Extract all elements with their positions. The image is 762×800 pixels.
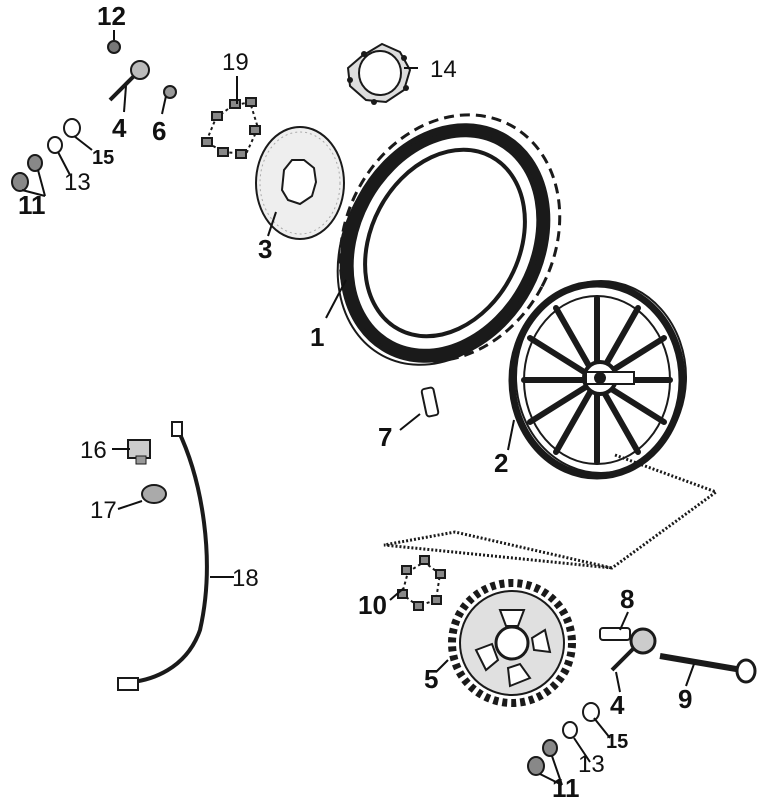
callout-labels: 12 4 6 15 13 11 19 14 3 1 2 7 16 17 18 1… [18,1,692,800]
wheel-rim-part [508,280,687,480]
callout-17: 17 [90,497,117,524]
callout-5: 5 [424,664,438,694]
callout-11-left: 11 [18,190,46,220]
callout-8: 8 [620,584,634,614]
callout-1: 1 [310,322,324,352]
leader-lines [21,30,695,786]
callout-13-left: 13 [64,169,91,196]
drive-chain-part [383,453,720,570]
callout-7: 7 [378,422,392,452]
callout-16: 16 [80,437,107,464]
left-hardware-parts [11,40,177,192]
callout-4-right: 4 [610,690,625,720]
callout-19: 19 [222,49,249,76]
callout-6: 6 [152,116,166,146]
callout-3: 3 [258,234,272,264]
sensor-parts [117,421,209,691]
callout-15-right: 15 [606,731,628,753]
sprocket-bolts-part [397,555,446,611]
callout-10: 10 [358,590,387,620]
callout-18: 18 [232,565,259,592]
callout-4-left: 4 [112,113,127,143]
sprocket-part [448,579,576,707]
tire-part [336,113,562,366]
callout-15-left: 15 [92,147,114,169]
callout-9: 9 [678,684,692,714]
callout-11-right: 11 [552,773,580,800]
callout-14: 14 [430,56,457,83]
abs-sensor-ring-part [346,42,412,105]
callout-13-right: 13 [578,751,605,778]
axle-hardware-parts [527,627,757,776]
valve-part [420,386,440,418]
brake-disc-part [255,126,345,240]
disc-bolts-part [201,97,261,159]
callout-12: 12 [97,1,126,31]
callout-2: 2 [494,448,508,478]
